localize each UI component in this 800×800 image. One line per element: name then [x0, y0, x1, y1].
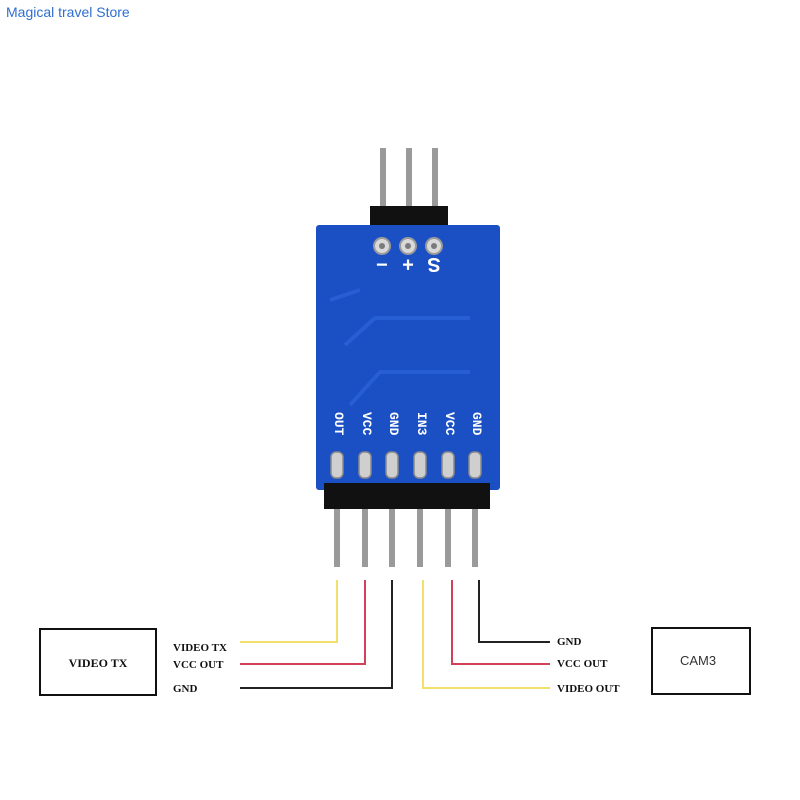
top-pads: [373, 237, 443, 255]
pad-label-plus: +: [402, 253, 414, 275]
left-wire-label-gnd: GND: [173, 683, 198, 695]
wire-vcc-out-right: [451, 580, 550, 665]
pin-label-gnd-2: GND: [469, 412, 484, 436]
pin-label-gnd-1: GND: [386, 412, 401, 436]
wire-vcc-out-left: [240, 580, 366, 665]
pin-label-in3: IN3: [414, 412, 429, 436]
wire-gnd-left: [240, 580, 393, 689]
wire-video-out: [422, 580, 550, 689]
cam3-box-title: CAM3: [680, 653, 716, 668]
right-wire-label-gnd: GND: [557, 636, 582, 648]
cam3-box: [651, 627, 751, 695]
top-header: [370, 206, 448, 228]
right-wire-label-vcc-out: VCC OUT: [557, 658, 608, 670]
pad-label-minus: −: [376, 253, 388, 275]
wire-gnd-right: [478, 580, 550, 643]
top-pad-labels: − + S: [376, 253, 441, 275]
video-tx-box-title: VIDEO TX: [69, 656, 128, 670]
wire-video-tx: [240, 580, 338, 643]
bottom-pads: [330, 451, 482, 479]
pad-label-s: S: [427, 253, 440, 275]
left-wire-label-vcc-out: VCC OUT: [173, 659, 224, 671]
wires: [240, 580, 550, 689]
pin-label-vcc-1: VCC: [359, 412, 374, 436]
pin-label-vcc-2: VCC: [442, 412, 457, 436]
top-header-pins: [380, 148, 438, 210]
pin-labels: OUT VCC GND IN3 VCC GND: [331, 412, 484, 436]
bottom-header: [324, 483, 490, 509]
bottom-header-pins: [334, 509, 478, 567]
right-wire-label-video-out: VIDEO OUT: [557, 683, 620, 695]
left-wire-label-video-tx: VIDEO TX: [173, 642, 227, 654]
pin-label-out: OUT: [331, 412, 346, 436]
video-tx-box: [39, 628, 157, 696]
store-watermark: Magical travel Store: [6, 4, 130, 20]
pcb-board: [316, 225, 500, 490]
pcb-traces: [329, 288, 470, 407]
